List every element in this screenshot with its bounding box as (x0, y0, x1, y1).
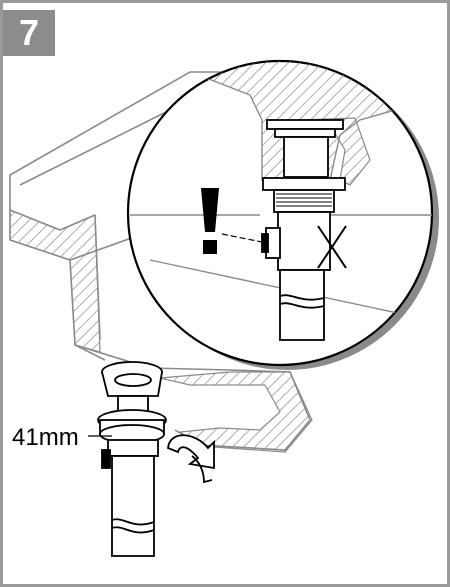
dimension-label: 41mm (12, 424, 79, 451)
cross-forbidden-icon (317, 225, 347, 269)
drain-unit (97, 361, 167, 557)
basin-section (9, 209, 313, 453)
step-number-badge: 7 (3, 10, 55, 56)
rotate-arrow-icon (167, 434, 215, 484)
exclamation-warning-icon (201, 188, 263, 254)
drain-detail (261, 119, 346, 341)
